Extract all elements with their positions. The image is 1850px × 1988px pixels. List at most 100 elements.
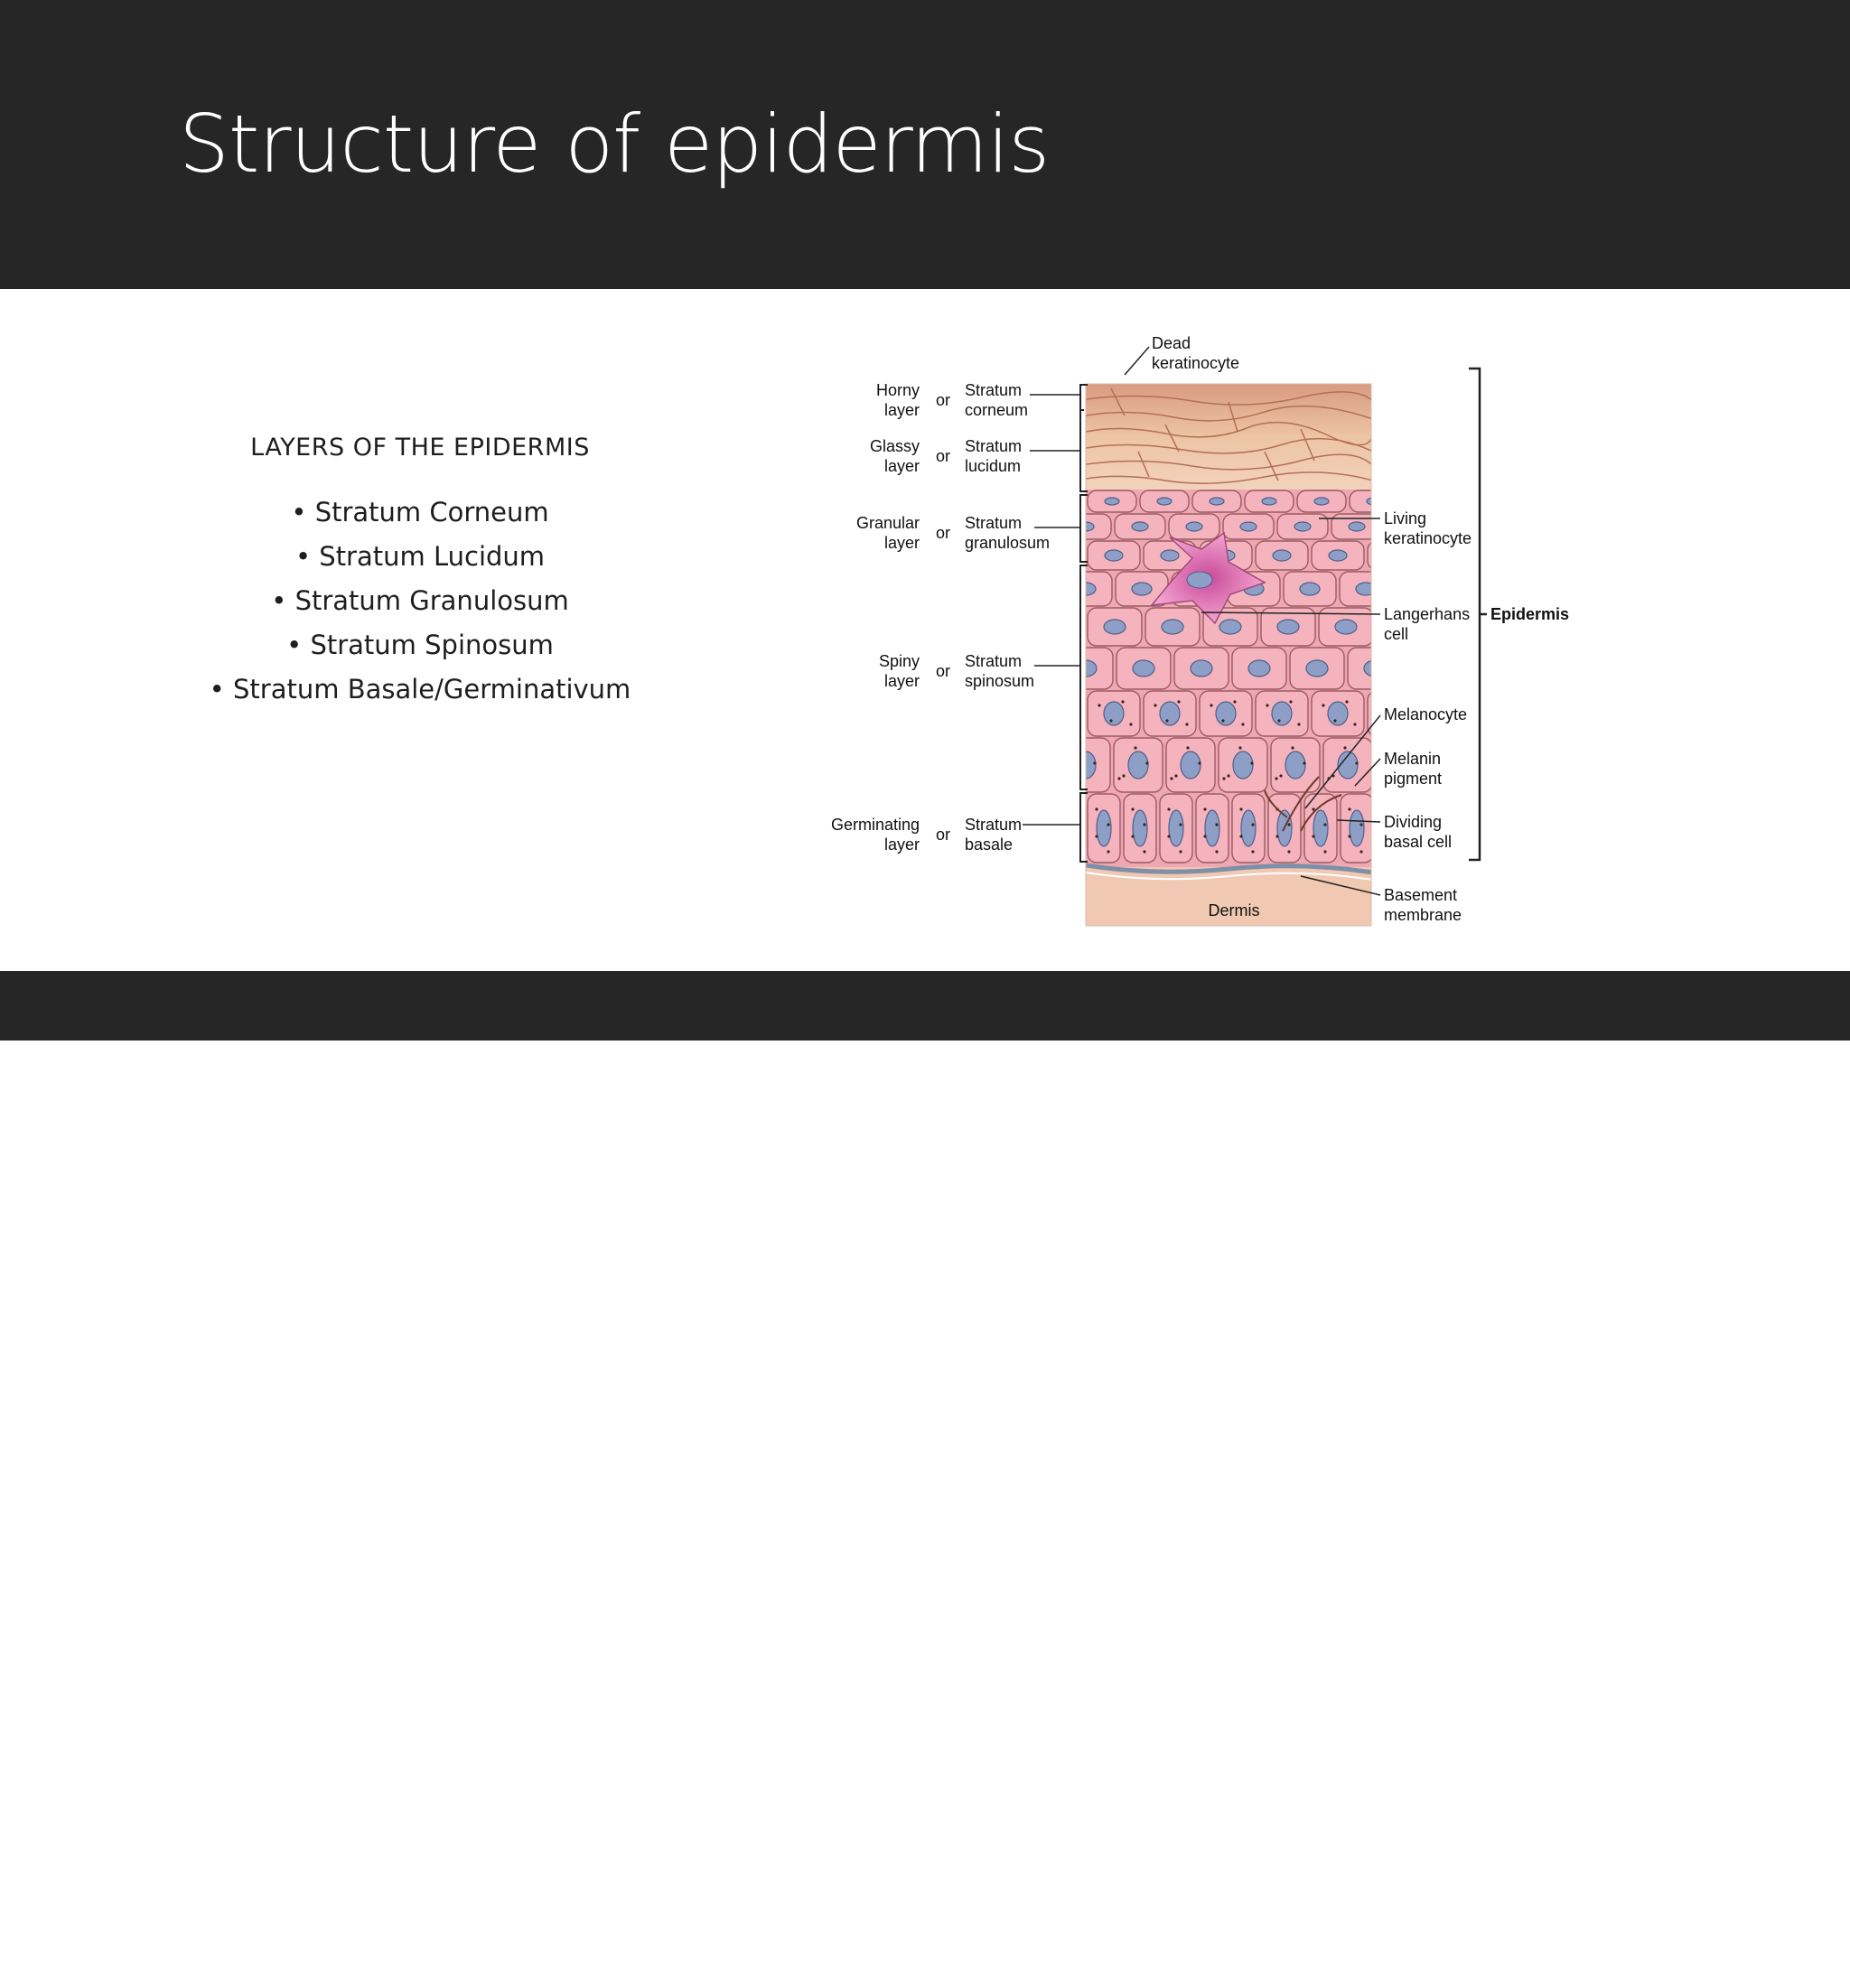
label-text: corneum [965,401,1028,419]
melanin-granule [1167,835,1171,838]
label-text: Stratum [965,514,1022,532]
melanin-granule [1227,774,1230,778]
cell-nucleus [1328,549,1348,562]
layers-heading: LAYERS OF THE EPIDERMIS [250,434,590,462]
label-text: or [936,447,950,465]
melanin-granule [1251,823,1255,826]
label-text: spinosum [965,672,1034,690]
left-brackets [1079,384,1088,863]
cell-nucleus [1313,809,1329,847]
keratinocyte-cell [1035,490,1084,512]
melanin-granule [1275,777,1278,780]
label-text: Germinating [831,816,920,834]
melanin-granule [1312,807,1315,811]
melanin-granule [1185,723,1189,726]
stratum-corneum [1086,384,1371,490]
label-text: Stratum [965,652,1022,670]
melanin-granule [1029,746,1032,749]
melanin-granule [1401,700,1404,703]
melanin-granule [1131,807,1135,811]
melanin-granule [1186,746,1190,750]
label-text: Glassy [870,437,920,455]
melanin-granule [1203,807,1207,811]
left-labels: Horny layer or Stratum corneum Glassy la… [831,381,1050,854]
label-text: pigment [1384,770,1442,788]
melanin-granule [1109,719,1113,723]
label-text: Dead [1152,334,1191,352]
cell-nucleus [1327,701,1349,726]
melanin-granule [1179,850,1182,854]
melanin-granule [1065,777,1068,779]
cell-nucleus [1052,498,1067,505]
melanin-granule [1107,823,1110,826]
cell-nucleus [1363,659,1371,677]
label-text: layer [884,457,920,475]
label-text: lucidum [965,457,1021,475]
label-spiny-layer: Spiny layer or Stratum spinosum [879,652,1034,690]
label-text: Horny [876,381,920,399]
slide-title: Structure of epidermis [179,98,1050,191]
right-leader-lines [1201,518,1381,896]
title-bar: Structure of epidermis [0,0,1850,289]
cell-nucleus [1261,497,1277,506]
melanin-granule [1073,723,1076,725]
melanin-granule [1359,823,1363,826]
keratinocyte-cell [1347,647,1371,690]
melanin-granule [1059,835,1061,837]
melanin-granule [1384,807,1387,810]
melanin-granule [1215,823,1219,826]
melanin-granule [1203,835,1207,838]
melanin-granule [1353,723,1357,726]
melanin-granule [1198,761,1201,765]
dermis-label: Dermis [1209,901,1260,919]
cell-nucleus [1313,497,1330,506]
label-germinating-layer: Germinating layer or Stratum basale [831,816,1022,854]
cell-nucleus [1294,521,1312,532]
label-text: or [936,662,950,680]
dermis-top-line [1086,872,1371,881]
cell-nucleus [1132,659,1155,677]
epidermis-bracket-label: Epidermis [1490,605,1569,623]
label-horny-layer: Horny layer or Stratum corneum [876,381,1028,419]
cell-nucleus [1023,522,1040,531]
melanin-granule [1098,704,1101,707]
melanin-granule [1170,777,1173,780]
melanin-granule [1287,823,1291,826]
label-text: Stratum [965,381,1022,399]
melanin-granule [1239,807,1243,811]
keratinocyte-cell [1009,738,1058,792]
melanin-granule [1251,850,1255,854]
cell-nucleus [1131,521,1149,532]
cell-nucleus [1334,619,1358,635]
keratinocyte-cell [1086,513,1112,540]
cell-nucleus [1103,619,1126,635]
label-text: Spiny [879,652,920,670]
cell-nucleus [1305,659,1329,677]
cell-nucleus [1023,751,1043,779]
label-text: layer [884,534,920,552]
label-text: Melanocyte [1384,705,1467,723]
keratinocyte-cells [1009,490,1404,863]
melanin-granule [1297,723,1301,726]
label-text: Living [1384,509,1426,527]
melanin-granule [1379,777,1382,779]
label-text: membrane [1384,906,1462,924]
label-text: Dividing [1384,813,1442,831]
cell-nucleus [1209,497,1225,506]
cell-nucleus [1180,751,1201,779]
label-text: basal cell [1384,833,1452,851]
melanin-granule [1289,700,1293,704]
keratinocyte-cell [1051,794,1084,863]
tissue-border [1085,383,1372,927]
cell-nucleus [1385,550,1403,561]
label-text: layer [884,401,920,419]
keratinocyte-cell [1367,692,1371,735]
keratinocyte-cell [1086,647,1114,690]
label-text: layer [884,835,920,854]
melanin-granule [1323,850,1327,854]
melanin-granule [1177,700,1181,704]
melanin-granule [1145,761,1149,765]
melanin-granule [1277,719,1281,723]
label-text: Stratum [965,816,1022,834]
melanin-granule [1266,704,1269,707]
